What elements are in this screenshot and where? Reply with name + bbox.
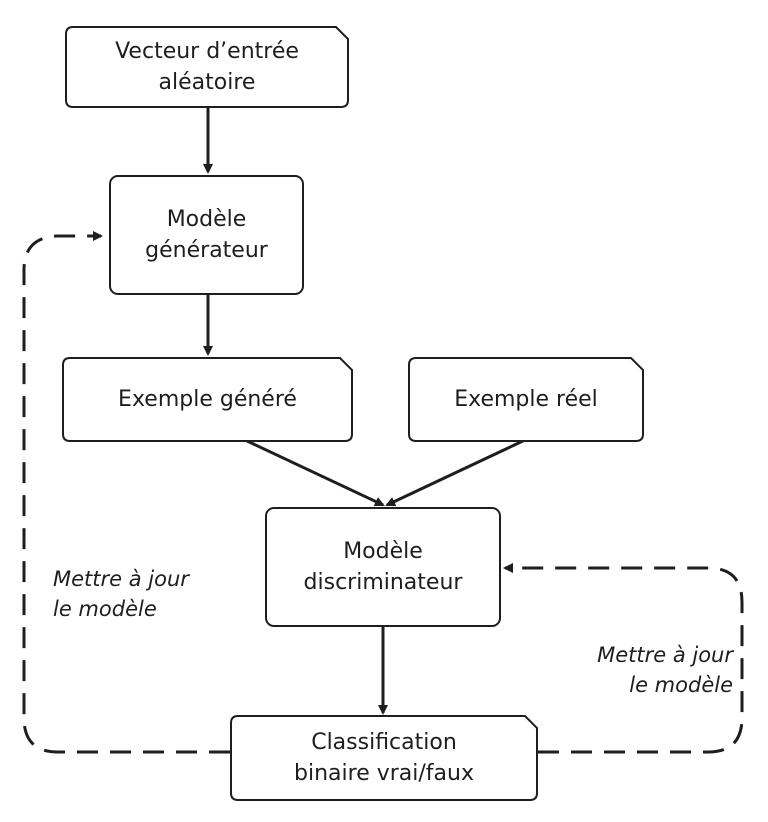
generated-example-label: Exemple généré <box>63 358 352 441</box>
arrow-generated-example-to-discriminator <box>244 438 385 507</box>
classification-line-1: Classification <box>311 730 457 755</box>
random-vector-box <box>65 26 349 108</box>
discriminator-label: Modèle discriminateur <box>266 508 500 626</box>
random-vector-line-1: Vecteur d’entrée <box>115 39 299 64</box>
feedback-loop-right <box>503 563 744 754</box>
classification-label: Classification binaire vrai/faux <box>231 716 537 800</box>
classification-box <box>230 715 538 801</box>
feedback-label-right-line-2: le modèle <box>629 673 733 697</box>
discriminator-box <box>265 507 501 627</box>
discriminator-line-2: discriminateur <box>303 570 463 595</box>
feedback-label-right: Mettre à jour le modèle <box>553 640 733 700</box>
generator-box <box>109 175 304 295</box>
random-vector-line-2: aléatoire <box>158 70 256 95</box>
classification-line-2: binaire vrai/faux <box>294 761 474 786</box>
feedback-label-left-line-2: le modèle <box>53 597 157 621</box>
feedback-label-left-line-1: Mettre à jour <box>53 567 189 591</box>
generator-label: Modèle générateur <box>110 176 303 294</box>
real-example-label: Exemple réel <box>409 358 643 441</box>
generator-line-2: générateur <box>145 238 268 263</box>
real-example-text: Exemple réel <box>454 387 598 412</box>
feedback-label-left: Mettre à jour le modèle <box>53 564 243 624</box>
discriminator-line-1: Modèle <box>343 539 423 564</box>
feedback-loop-left <box>22 231 230 754</box>
feedback-label-right-line-1: Mettre à jour <box>597 643 733 667</box>
arrow-real-example-to-discriminator <box>385 438 526 507</box>
generated-example-text: Exemple généré <box>118 387 297 412</box>
random-vector-label: Vecteur d’entrée aléatoire <box>66 27 348 107</box>
real-example-box <box>408 357 644 442</box>
generated-example-box <box>62 357 353 442</box>
generator-line-1: Modèle <box>166 207 247 232</box>
